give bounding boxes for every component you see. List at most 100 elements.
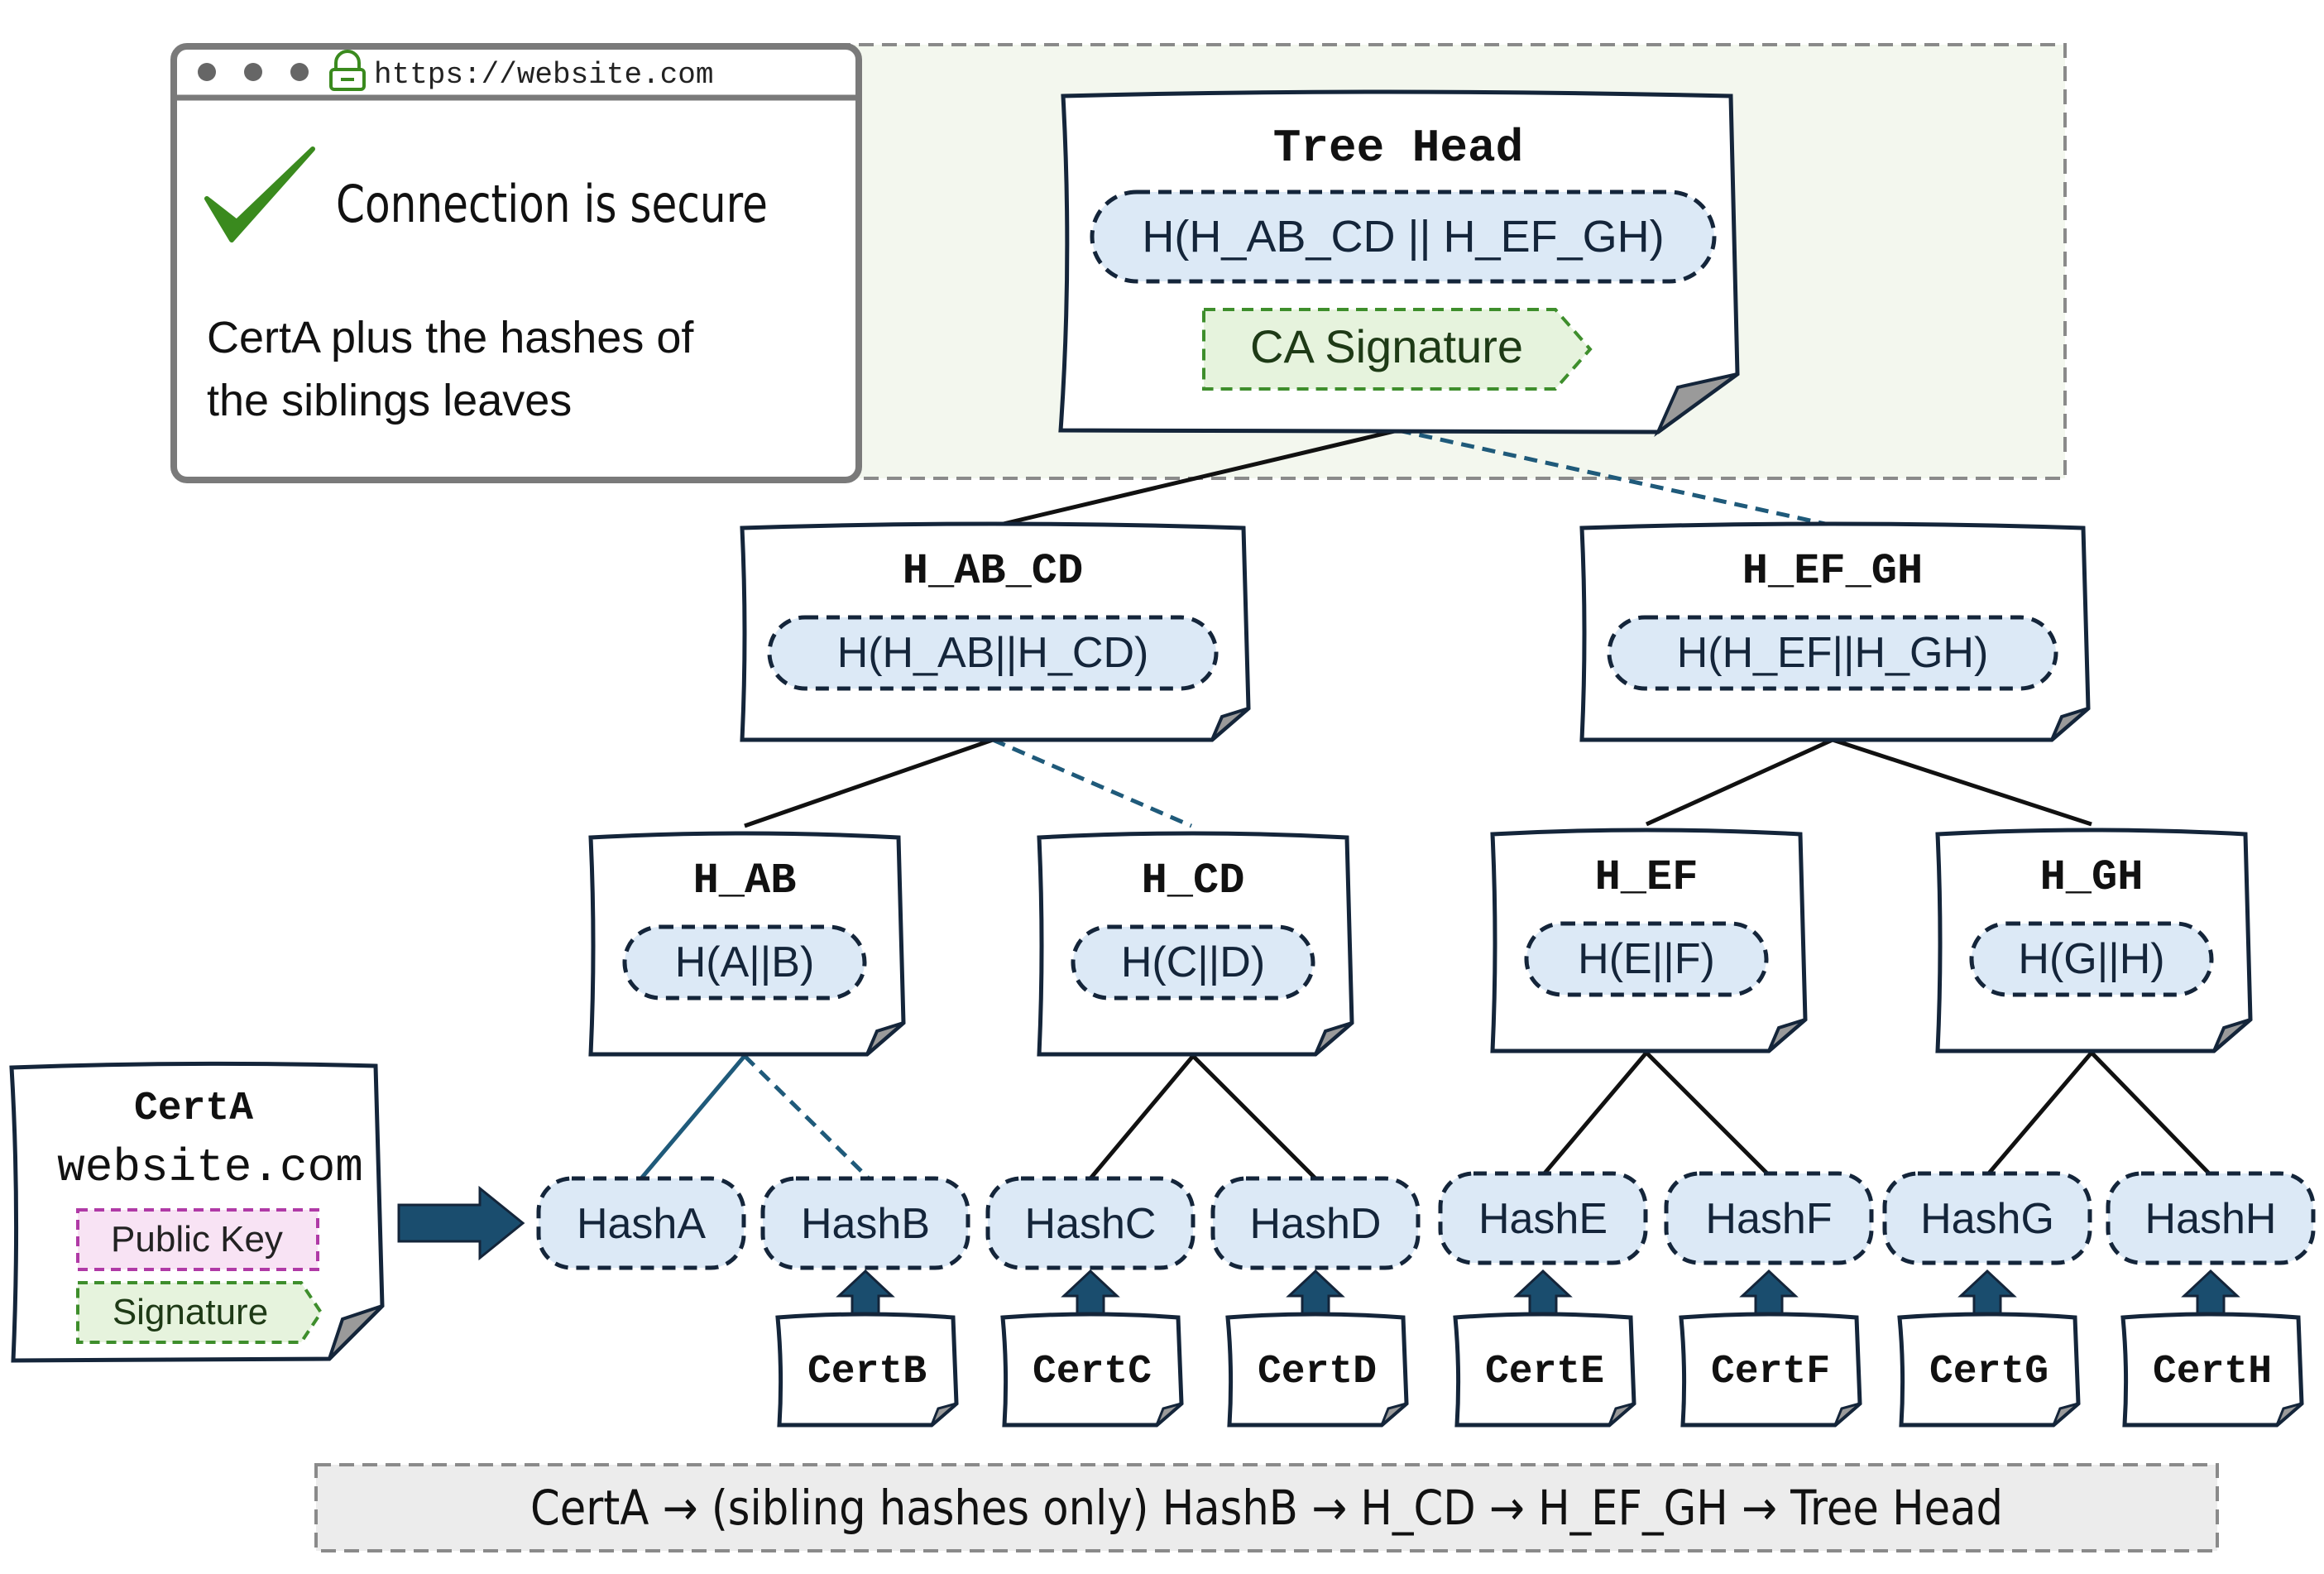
cert-up-arrow: [1513, 1269, 1573, 1316]
cert-a-title: CertA: [134, 1087, 253, 1131]
node-hash-pill: [622, 924, 867, 1001]
cert-shape: [1679, 1312, 1862, 1428]
cert-label: CertC: [1033, 1350, 1152, 1394]
cert-label: CertG: [1929, 1350, 2048, 1394]
leaf-pill-hashg: [1882, 1171, 2092, 1265]
cert-up-arrow: [1061, 1269, 1120, 1316]
cert-fold: [2275, 1402, 2302, 1427]
ca-signature-label: CA Signature: [1250, 320, 1523, 372]
node-hash: H(E||F): [1578, 935, 1715, 983]
tree-head-node: Tree Head H(H_AB_CD || H_EF_GH) CA Signa…: [1058, 89, 1740, 438]
node-h-ab-cd: H_AB_CDH(H_AB||H_CD): [740, 521, 1251, 742]
edge-cd-d: [1191, 1054, 1317, 1180]
cert-certc: CertC: [1000, 1269, 1184, 1428]
leaf-label-hashb: HashB: [801, 1200, 930, 1248]
cert-up-arrow: [1739, 1269, 1799, 1316]
leaf-label-hasha: HashA: [577, 1200, 706, 1248]
tree-edges: [640, 428, 2212, 1180]
cert-label: CertB: [807, 1350, 927, 1394]
cert-fold: [1155, 1402, 1182, 1427]
cert-a-card: CertA website.com Public Key Signature: [9, 1061, 385, 1363]
cert-certe: CertE: [1453, 1269, 1636, 1428]
cert-label: CertF: [1711, 1350, 1830, 1394]
node-hash: H(C||D): [1121, 938, 1265, 986]
leaf-pill-hashc: [985, 1176, 1196, 1270]
edge-head-ab-cd: [992, 428, 1399, 529]
node-title: H_AB: [693, 857, 797, 905]
browser-description-line1: CertA plus the hashes of: [207, 313, 694, 362]
cert-up-arrow: [2181, 1269, 2240, 1316]
cert-label: CertE: [1485, 1350, 1604, 1394]
leaf-label-hashf: HashF: [1705, 1195, 1832, 1243]
node-l2-1-fold: [2050, 707, 2090, 741]
leaf-pill-hashf: [1664, 1171, 1874, 1265]
node-title: H_EF_GH: [1742, 547, 1923, 596]
browser-url[interactable]: https://website.com: [374, 58, 713, 92]
cert-certg: CertG: [1897, 1269, 2081, 1428]
cert-fold: [1833, 1402, 1861, 1427]
proof-path-text: CertA → (sibling hashes only) HashB → H_…: [530, 1480, 2003, 1536]
cert-up-arrow: [1286, 1269, 1345, 1316]
public-key-box: [76, 1208, 319, 1271]
edge-cd-c: [1089, 1054, 1195, 1180]
edge-abcd-cd: [992, 737, 1192, 828]
cert-certf: CertF: [1679, 1269, 1862, 1428]
level1-nodes: H_AB H(A||B) H_CD H(C||D) H_EF H(E||F) H_GHH(G…: [588, 828, 2253, 1057]
cert-label: CertD: [1258, 1350, 1377, 1394]
window-dot-2: [244, 63, 262, 81]
node-l1-2-fold: [1767, 1018, 1807, 1053]
node-l1-1-fold: [1314, 1021, 1354, 1056]
cert-fold: [1380, 1402, 1407, 1427]
edge-ab-b: [743, 1054, 870, 1180]
node-hash: H(A||B): [675, 938, 815, 986]
proof-path-box: [314, 1463, 2219, 1552]
cert-a-to-hash-arrow: [397, 1185, 525, 1261]
leaf-label-hashh: HashH: [2145, 1195, 2277, 1243]
edge-abcd-ab: [744, 737, 994, 828]
cert-shape: [1000, 1312, 1184, 1428]
node-hash-pill: [767, 615, 1219, 691]
cert-a-domain: website.com: [57, 1141, 363, 1194]
cert-a-signature-label: Signature: [113, 1292, 268, 1332]
edge-head-ef-gh: [1397, 428, 1838, 529]
cert-fold: [2052, 1402, 2079, 1427]
leaf-label-hashd: HashD: [1250, 1200, 1382, 1248]
cert-a-signature-tag: [76, 1281, 323, 1344]
cert-shape: [1453, 1312, 1636, 1428]
leaf-label-hashc: HashC: [1025, 1200, 1157, 1248]
leaf-pill-hasha: [536, 1176, 746, 1270]
level2-nodes: H_AB_CDH(H_AB||H_CD) H_EF_GH H(H_EF||H_GH): [740, 521, 2091, 742]
window-dot-3: [290, 63, 309, 81]
connection-status: Connection is secure: [336, 174, 768, 234]
cert-fold: [1608, 1402, 1635, 1427]
node-h-gh: H_GHH(G||H): [1935, 828, 2253, 1053]
node-h-cd: H_CD H(C||D): [1037, 831, 1354, 1057]
cert-certb: CertB: [775, 1269, 959, 1428]
cert-certd: CertD: [1225, 1269, 1409, 1428]
node-title: H_CD: [1142, 857, 1245, 905]
leaf-pill-hashb: [760, 1176, 970, 1270]
edge-efgh-gh: [1832, 737, 2092, 827]
ca-signature-tag: [1202, 308, 1593, 391]
leaf-label-hashg: HashG: [1920, 1195, 2054, 1243]
node-hash-pill: [1071, 924, 1315, 1001]
node-l2-0-fold: [1210, 707, 1250, 741]
cert-up-arrow: [1957, 1269, 2017, 1316]
check-icon: [204, 146, 315, 242]
node-h-ab: H_AB H(A||B): [588, 831, 906, 1057]
node-title: H_EF: [1595, 853, 1699, 902]
node-l1-0-fold: [865, 1021, 905, 1056]
cert-shape: [1225, 1312, 1409, 1428]
cert-fold: [930, 1402, 957, 1427]
window-dot-1: [198, 63, 216, 81]
tree-head-title: Tree Head: [1273, 122, 1523, 175]
node-hash: H(H_EF||H_GH): [1677, 629, 1989, 677]
leaf-pill-hashd: [1210, 1176, 1421, 1270]
node-h-ef: H_EF H(E||F): [1490, 828, 1808, 1053]
public-key-label: Public Key: [111, 1219, 283, 1260]
edge-ef-e: [1541, 1051, 1648, 1177]
node-l1-3-fold: [2212, 1018, 2252, 1053]
